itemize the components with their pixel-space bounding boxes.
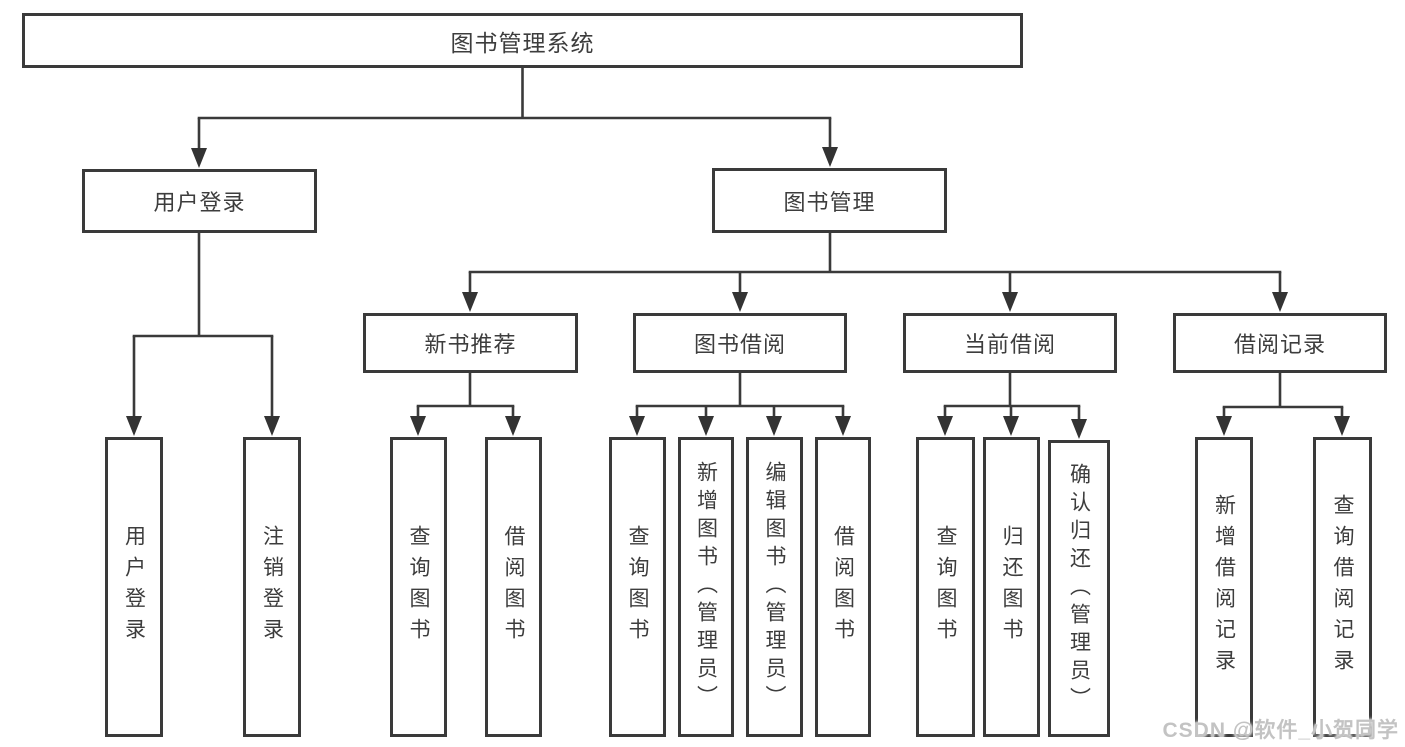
node-label: 新增借阅记录 — [1212, 494, 1236, 680]
leaf-edit-books-admin: 编辑图书（管理员） — [746, 437, 803, 737]
leaf-user-login: 用户登录 — [105, 437, 163, 737]
node-label: 查询借阅记录 — [1331, 494, 1354, 680]
leaf-borrow-books-recommend: 借阅图书 — [485, 437, 542, 737]
node-book-management: 图书管理 — [712, 168, 947, 233]
node-label: 借阅图书 — [502, 525, 525, 649]
node-current-borrow: 当前借阅 — [903, 313, 1117, 373]
leaf-query-books-borrow: 查询图书 — [609, 437, 666, 737]
node-label: 当前借阅 — [963, 332, 1056, 357]
leaf-add-books-admin: 新增图书（管理员） — [678, 437, 734, 737]
leaf-logout: 注销登录 — [243, 437, 301, 737]
leaf-confirm-return-admin: 确认归还（管理员） — [1048, 440, 1110, 737]
node-label: 查询图书 — [934, 525, 957, 649]
node-label: 查询图书 — [626, 525, 649, 649]
node-label: 注销登录 — [260, 525, 284, 649]
csdn-watermark: CSDN @软件_小贺同学 — [1162, 719, 1399, 742]
leaf-return-books: 归还图书 — [983, 437, 1040, 737]
node-label: 归还图书 — [1000, 525, 1023, 649]
node-borrow-records: 借阅记录 — [1173, 313, 1387, 373]
arrowhead-icons — [126, 147, 1350, 439]
node-label: 用户登录 — [122, 525, 146, 649]
node-label: 图书管理 — [783, 189, 876, 215]
node-library-management-system: 图书管理系统 — [22, 13, 1023, 68]
node-user-login: 用户登录 — [82, 169, 317, 233]
node-label: 查询图书 — [407, 525, 430, 649]
node-label: 借阅图书 — [831, 525, 855, 649]
node-label: 图书借阅 — [693, 332, 786, 357]
leaf-query-books-current: 查询图书 — [916, 437, 975, 737]
node-label: 图书管理系统 — [450, 29, 595, 56]
leaf-borrow-books: 借阅图书 — [815, 437, 871, 737]
node-new-book-recommend: 新书推荐 — [363, 313, 578, 373]
node-label: 编辑图书（管理员） — [763, 461, 786, 713]
leaf-query-books-recommend: 查询图书 — [390, 437, 447, 737]
leaf-query-borrow-record: 查询借阅记录 — [1313, 437, 1372, 737]
node-label: 借阅记录 — [1233, 332, 1326, 357]
node-label: 新增图书（管理员） — [694, 461, 718, 713]
node-book-borrow: 图书借阅 — [633, 313, 847, 373]
node-label: 用户登录 — [153, 190, 246, 215]
node-label: 确认归还（管理员） — [1067, 462, 1091, 715]
leaf-add-borrow-record: 新增借阅记录 — [1195, 437, 1253, 737]
node-label: 新书推荐 — [424, 332, 517, 357]
